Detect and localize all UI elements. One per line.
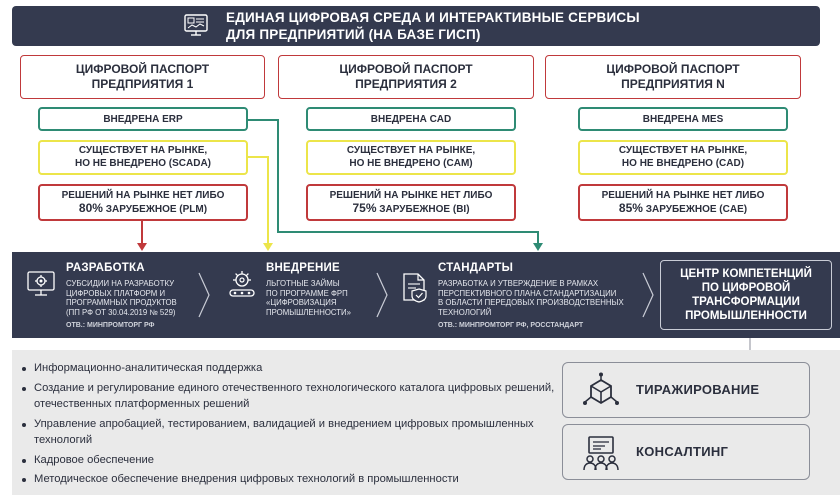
implementation-desc-2: ПО ПРОГРАММЕ ФРП <box>266 288 348 298</box>
list-item: Создание и регулирование единого отечест… <box>22 380 562 413</box>
list-item: Управление апробацией, тестированием, ва… <box>22 416 562 449</box>
passport-n-implemented: ВНЕДРЕНА MES <box>578 107 788 131</box>
services-list: Информационно-аналитическая поддержка Со… <box>22 360 562 491</box>
standards-desc-2: ПЕРСПЕКТИВНОГО ПЛАНА СТАНДАРТИЗАЦИИ <box>438 288 617 298</box>
implementation-block: ВНЕДРЕНИЕ ЛЬГОТНЫЕ ЗАЙМЫ ПО ПРОГРАММЕ ФР… <box>266 262 376 317</box>
passport-2-market-line2: НО НЕ ВНЕДРЕНО (CAM) <box>349 157 473 169</box>
passport-n-none-line1: РЕШЕНИЙ НА РЫНКЕ НЕТ ЛИБО <box>601 190 765 201</box>
standards-title: СТАНДАРТЫ <box>438 262 514 274</box>
standards-desc-4: ТЕХНОЛОГИЙ <box>438 307 492 317</box>
development-block: РАЗРАБОТКА СУБСИДИИ НА РАЗРАБОТКУ ЦИФРОВ… <box>66 262 206 329</box>
document-shield-icon <box>403 273 427 303</box>
passport-2-none-line2: ЗАРУБЕЖНОЕ (BI) <box>379 204 470 215</box>
center-line-4: ПРОМЫШЛЕННОСТИ <box>685 310 807 322</box>
center-line-1: ЦЕНТР КОМПЕТЕНЦИЙ <box>680 268 812 280</box>
passport-n-pct: 85% <box>618 201 643 215</box>
gears-conveyor-icon <box>229 271 255 297</box>
passport-n-market-line1: СУЩЕСТВУЕТ НА РЫНКЕ, <box>618 145 748 156</box>
passport-n-title-line1: ЦИФРОВОЙ ПАСПОРТ <box>606 62 740 76</box>
competence-center: ЦЕНТР КОМПЕТЕНЦИЙ ПО ЦИФРОВОЙ ТРАНСФОРМА… <box>660 260 832 330</box>
development-resp: МИНПРОМТОРГ РФ <box>87 322 155 329</box>
passport-1-market-line2: НО НЕ ВНЕДРЕНО (SCADA) <box>74 157 212 169</box>
development-desc-2: ЦИФРОВЫХ ПЛАТФОРМ И <box>66 288 166 298</box>
passport-2-market-line1: СУЩЕСТВУЕТ НА РЫНКЕ, <box>346 145 476 156</box>
chevron-right-icon <box>642 272 654 318</box>
list-item-text: Создание и регулирование единого отечест… <box>34 381 555 411</box>
passport-n-none: РЕШЕНИЙ НА РЫНКЕ НЕТ ЛИБО 85% ЗАРУБЕЖНОЕ… <box>578 184 788 221</box>
page-title: ЕДИНАЯ ЦИФРОВАЯ СРЕДА И ИНТЕРАКТИВНЫЕ СЕ… <box>226 9 696 43</box>
standards-block: СТАНДАРТЫ РАЗРАБОТКА И УТВЕРЖДЕНИЕ В РАМ… <box>438 262 648 329</box>
passport-n-market-line2: НО НЕ ВНЕДРЕНО (CAD) <box>621 157 745 169</box>
passport-2-market: СУЩЕСТВУЕТ НА РЫНКЕ, НО НЕ ВНЕДРЕНО (CAM… <box>306 140 516 175</box>
implementation-title: ВНЕДРЕНИЕ <box>266 262 340 274</box>
development-desc-3: ПРОГРАММНЫХ ПРОДУКТОВ <box>66 298 177 307</box>
chevron-right-icon <box>198 272 210 318</box>
passport-1-title-line2: ПРЕДПРИЯТИЯ 1 <box>91 77 194 91</box>
passport-2-title-line1: ЦИФРОВОЙ ПАСПОРТ <box>339 62 473 76</box>
development-resp-prefix: ОТВ.: <box>66 322 86 329</box>
passport-1-market-line1: СУЩЕСТВУЕТ НА РЫНКЕ, <box>78 145 208 156</box>
passport-1-market: СУЩЕСТВУЕТ НА РЫНКЕ, НО НЕ ВНЕДРЕНО (SCA… <box>38 140 248 175</box>
implementation-desc-3: «ЦИФРОВИЗАЦИЯ <box>266 298 337 307</box>
consulting-board-icon <box>583 436 619 471</box>
passport-2-implemented: ВНЕДРЕНА CAD <box>306 107 516 131</box>
passport-1-implemented: ВНЕДРЕНА ERP <box>38 107 248 131</box>
passport-1-title-line1: ЦИФРОВОЙ ПАСПОРТ <box>75 62 210 76</box>
passport-1-pct: 80% <box>78 201 103 215</box>
gear-monitor-icon <box>27 271 55 296</box>
standards-desc-3: В ОБЛАСТИ ПЕРЕДОВЫХ ПРОИЗВОДСТВЕННЫХ <box>438 298 624 307</box>
list-item: Методическое обеспечение внедрения цифро… <box>22 471 562 488</box>
consulting-label: КОНСАЛТИНГ <box>636 444 729 459</box>
cube-network-icon <box>583 372 619 405</box>
list-item: Кадровое обеспечение <box>22 452 562 469</box>
list-item: Информационно-аналитическая поддержка <box>22 360 562 377</box>
development-desc-1: СУБСИДИИ НА РАЗРАБОТКУ <box>66 279 175 288</box>
passport-n-market: СУЩЕСТВУЕТ НА РЫНКЕ, НО НЕ ВНЕДРЕНО (CAD… <box>578 140 788 175</box>
center-line-3: ТРАНСФОРМАЦИИ <box>692 296 800 308</box>
center-line-2: ПО ЦИФРОВОЙ <box>701 282 791 294</box>
passport-1-none-line2: ЗАРУБЕЖНОЕ (PLM) <box>105 204 208 215</box>
implementation-desc-4: ПРОМЫШЛЕННОСТИ» <box>266 307 351 317</box>
consulting-box <box>562 424 810 480</box>
implementation-desc-1: ЛЬГОТНЫЕ ЗАЙМЫ <box>266 279 340 288</box>
list-item-text: Управление апробацией, тестированием, ва… <box>34 417 534 447</box>
passport-1-none-line1: РЕШЕНИЙ НА РЫНКЕ НЕТ ЛИБО <box>61 190 225 201</box>
passport-2-none: РЕШЕНИЙ НА РЫНКЕ НЕТ ЛИБО 75% ЗАРУБЕЖНОЕ… <box>306 184 516 221</box>
title-line-2: ДЛЯ ПРЕДПРИЯТИЙ (НА БАЗЕ ГИСП) <box>226 27 481 42</box>
passport-2-none-line1: РЕШЕНИЙ НА РЫНКЕ НЕТ ЛИБО <box>329 190 493 201</box>
list-item-text: Информационно-аналитическая поддержка <box>34 362 263 374</box>
passport-2-pct: 75% <box>352 201 377 215</box>
monitor-dashboard-icon <box>184 14 208 36</box>
development-title: РАЗРАБОТКА <box>66 262 145 274</box>
chevron-right-icon <box>376 272 388 318</box>
title-line-1: ЕДИНАЯ ЦИФРОВАЯ СРЕДА И ИНТЕРАКТИВНЫЕ СЕ… <box>226 10 640 25</box>
list-item-text: Кадровое обеспечение <box>34 453 155 466</box>
passport-2-title-line2: ПРЕДПРИЯТИЯ 2 <box>355 77 457 91</box>
replication-label: ТИРАЖИРОВАНИЕ <box>636 382 760 397</box>
passport-1-none: РЕШЕНИЙ НА РЫНКЕ НЕТ ЛИБО 80% ЗАРУБЕЖНОЕ… <box>38 184 248 221</box>
standards-desc-1: РАЗРАБОТКА И УТВЕРЖДЕНИЕ В РАМКАХ <box>438 279 599 288</box>
standards-resp-prefix: ОТВ.: <box>438 322 458 329</box>
passport-n-none-line2: ЗАРУБЕЖНОЕ (CAE) <box>645 204 748 215</box>
list-item-text: Методическое обеспечение внедрения цифро… <box>34 473 459 485</box>
passport-n-title-line2: ПРЕДПРИЯТИЯ N <box>621 77 725 91</box>
development-desc-4: (ПП РФ ОТ 30.04.2019 № 529) <box>66 307 176 317</box>
standards-resp: МИНПРОМТОРГ РФ, РОССТАНДАРТ <box>459 322 584 329</box>
header-bar <box>12 6 820 46</box>
